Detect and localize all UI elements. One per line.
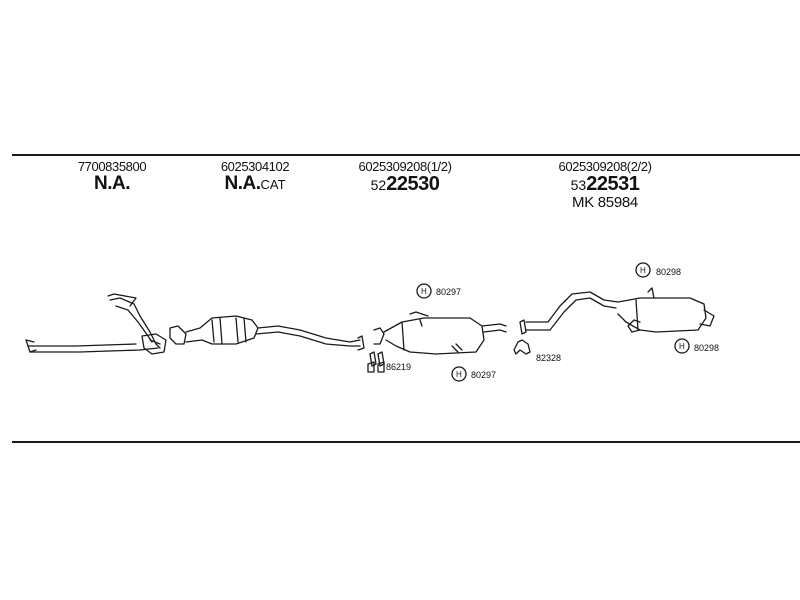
column-middle-silencer: 6025309208(1/2) 5222530 (340, 160, 470, 195)
code-prefix: 52 (370, 176, 387, 193)
availability-suffix: CAT (260, 176, 286, 192)
svg-text:H: H (640, 266, 646, 275)
part-number: 6025304102 (220, 159, 290, 174)
callout-label: 80297 (471, 370, 496, 380)
svg-text:H: H (421, 287, 427, 296)
catalytic-converter-drawing (169, 315, 365, 351)
callout-label: 86219 (386, 362, 411, 372)
top-divider (12, 154, 800, 156)
callout-label: 80298 (694, 343, 719, 353)
rear-silencer-drawing (519, 287, 715, 335)
code-main: 22531 (586, 172, 640, 195)
callout-label: 82328 (536, 353, 561, 363)
code-prefix: 53 (570, 176, 587, 193)
bottom-divider (12, 441, 800, 443)
mounting-kit-label: MK 85984 (572, 193, 638, 211)
part-number: 7700835800 (77, 159, 147, 174)
column-front-pipe: 7700835800 N.A. (62, 160, 162, 194)
column-rear-silencer: 6025309208(2/2) 5322531 MK 85984 (540, 160, 670, 210)
column-catalytic-converter: 6025304102 N.A.CAT (200, 160, 310, 194)
callout-label: 80297 (436, 287, 461, 297)
part-number: 6025309208(1/2) (358, 159, 452, 174)
front-pipe-drawing (25, 293, 167, 355)
availability-label: N.A. (94, 172, 131, 194)
callout-markers (367, 262, 690, 382)
callout-label: 80298 (656, 267, 681, 277)
middle-silencer-drawing (369, 311, 507, 367)
svg-text:H: H (679, 342, 685, 351)
availability-label: N.A. (224, 172, 261, 194)
part-number: 6025309208(2/2) (558, 159, 652, 174)
code-main: 22530 (386, 172, 440, 195)
svg-text:H: H (456, 370, 462, 379)
